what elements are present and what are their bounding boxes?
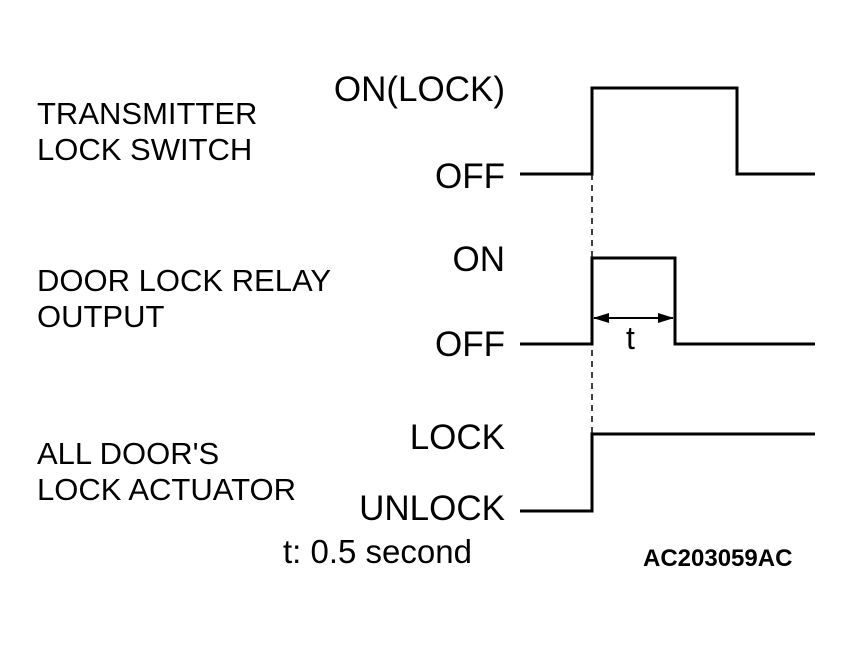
- signal-label-line1: TRANSMITTER: [37, 96, 258, 131]
- state-label-lock: LOCK: [409, 418, 505, 457]
- door-lock-relay-output-waveform: [520, 256, 815, 346]
- signal-label-line1: ALL DOOR'S: [37, 436, 220, 471]
- signal-label-line2: OUTPUT: [37, 299, 165, 334]
- state-label-on: ON: [452, 240, 506, 279]
- state-label-off: OFF: [435, 325, 505, 364]
- signal-label-door-lock-relay-output: DOOR LOCK RELAY OUTPUT: [37, 263, 331, 335]
- interval-label: t: [626, 320, 635, 356]
- transmitter-lock-switch-waveform: [520, 86, 815, 176]
- state-label-off: OFF: [435, 157, 505, 196]
- signal-label-line1: DOOR LOCK RELAY: [37, 263, 332, 298]
- signal-label-line2: LOCK ACTUATOR: [37, 472, 296, 507]
- lock-actuator-waveform: [520, 432, 815, 513]
- state-label-on-lock: ON(LOCK): [333, 70, 505, 109]
- timing-note: t: 0.5 second: [283, 533, 472, 570]
- signal-label-lock-actuator: ALL DOOR'S LOCK ACTUATOR: [37, 436, 296, 508]
- figure-code: AC203059AC: [643, 545, 793, 572]
- signal-label-transmitter-lock-switch: TRANSMITTER LOCK SWITCH: [37, 96, 257, 168]
- signal-label-line2: LOCK SWITCH: [37, 132, 253, 167]
- state-label-unlock: UNLOCK: [359, 489, 505, 528]
